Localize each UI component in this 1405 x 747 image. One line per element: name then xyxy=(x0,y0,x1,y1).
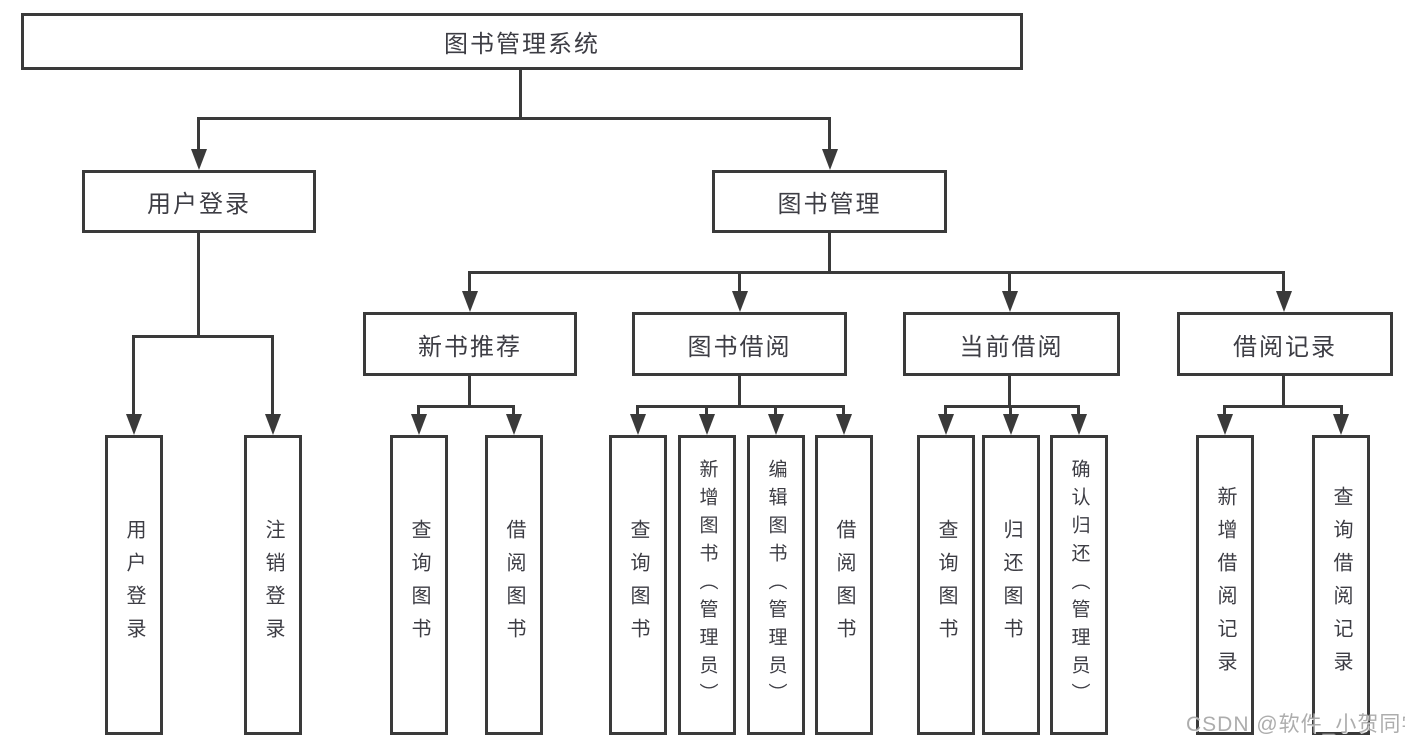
connector-line xyxy=(468,271,471,295)
arrow-down-icon xyxy=(1276,291,1292,312)
leaf-edit-book-admin: 编辑图书（管理员） xyxy=(747,435,805,735)
leaf-query-borrow-record-label: 查询借阅记录 xyxy=(1330,486,1352,684)
connector-line xyxy=(1282,271,1285,295)
connector-line xyxy=(738,271,741,295)
connector-line xyxy=(197,117,831,120)
connector-line xyxy=(1009,405,1012,418)
leaf-return-book-label: 归还图书 xyxy=(1000,519,1022,651)
leaf-return-book: 归还图书 xyxy=(982,435,1040,735)
connector-line xyxy=(636,405,639,418)
node-book-management: 图书管理 xyxy=(712,170,947,233)
arrow-down-icon xyxy=(1071,414,1087,435)
leaf-add-book-admin-label: 新增图书（管理员） xyxy=(696,459,718,711)
connector-line xyxy=(1223,405,1342,408)
connector-line xyxy=(705,405,708,418)
arrow-down-icon xyxy=(506,414,522,435)
node-root-label: 图书管理系统 xyxy=(444,31,600,58)
arrow-down-icon xyxy=(630,414,646,435)
connector-line xyxy=(738,373,741,408)
arrow-down-icon xyxy=(1003,414,1019,435)
leaf-confirm-return-admin-label: 确认归还（管理员） xyxy=(1068,459,1090,711)
connector-line xyxy=(1340,405,1343,418)
node-borrow-records: 借阅记录 xyxy=(1177,312,1393,376)
connector-line xyxy=(468,373,471,408)
leaf-query-book-current-label: 查询图书 xyxy=(935,519,957,651)
connector-line xyxy=(417,405,515,408)
leaf-edit-book-admin-label: 编辑图书（管理员） xyxy=(765,459,787,711)
node-borrow-records-label: 借阅记录 xyxy=(1233,333,1337,361)
leaf-borrow-book-recommend: 借阅图书 xyxy=(485,435,543,735)
connector-line xyxy=(828,117,831,153)
connector-line xyxy=(1282,373,1285,408)
connector-line xyxy=(132,335,135,417)
arrow-down-icon xyxy=(265,414,281,435)
leaf-add-borrow-record-label: 新增借阅记录 xyxy=(1214,486,1236,684)
arrow-down-icon xyxy=(1217,414,1233,435)
connector-line xyxy=(468,271,1285,274)
connector-line xyxy=(417,405,420,418)
leaf-add-book-admin: 新增图书（管理员） xyxy=(678,435,736,735)
node-new-book-recommend: 新书推荐 xyxy=(363,312,577,376)
connector-line xyxy=(1008,373,1011,408)
leaf-query-book-borrow-label: 查询图书 xyxy=(627,519,649,651)
node-current-borrow-label: 当前借阅 xyxy=(959,333,1064,361)
arrow-down-icon xyxy=(1002,291,1018,312)
arrow-down-icon xyxy=(732,291,748,312)
arrow-down-icon xyxy=(126,414,142,435)
connector-line xyxy=(828,230,831,274)
connector-line xyxy=(1223,405,1226,418)
connector-line xyxy=(1077,405,1080,418)
connector-line xyxy=(519,67,522,120)
connector-line xyxy=(197,230,200,338)
leaf-logout: 注销登录 xyxy=(244,435,302,735)
connector-line xyxy=(944,405,947,418)
arrow-down-icon xyxy=(699,414,715,435)
arrow-down-icon xyxy=(1333,414,1349,435)
leaf-query-book-borrow: 查询图书 xyxy=(609,435,667,735)
leaf-confirm-return-admin: 确认归还（管理员） xyxy=(1050,435,1108,735)
arrow-down-icon xyxy=(822,149,838,170)
node-book-borrow-label: 图书借阅 xyxy=(687,333,792,361)
connector-line xyxy=(271,335,274,417)
csdn-watermark: CSDN @软件_小贺同学 xyxy=(1186,713,1405,736)
leaf-user-login-label: 用户登录 xyxy=(123,519,145,651)
node-book-borrow: 图书借阅 xyxy=(632,312,847,376)
leaf-borrow-book: 借阅图书 xyxy=(815,435,873,735)
connector-line xyxy=(636,405,845,408)
connector-line xyxy=(132,335,274,338)
connector-line xyxy=(1008,271,1011,295)
connector-line xyxy=(774,405,777,418)
arrow-down-icon xyxy=(411,414,427,435)
leaf-user-login: 用户登录 xyxy=(105,435,163,735)
arrow-down-icon xyxy=(836,414,852,435)
connector-line xyxy=(842,405,845,418)
node-book-management-label: 图书管理 xyxy=(777,191,882,218)
connector-line xyxy=(197,117,200,153)
arrow-down-icon xyxy=(191,149,207,170)
arrow-down-icon xyxy=(938,414,954,435)
leaf-query-book-recommend-label: 查询图书 xyxy=(408,519,430,651)
node-root: 图书管理系统 xyxy=(21,13,1023,70)
leaf-add-borrow-record: 新增借阅记录 xyxy=(1196,435,1254,735)
arrow-down-icon xyxy=(462,291,478,312)
leaf-query-borrow-record: 查询借阅记录 xyxy=(1312,435,1370,735)
connector-line xyxy=(512,405,515,418)
leaf-query-book-recommend: 查询图书 xyxy=(390,435,448,735)
leaf-logout-label: 注销登录 xyxy=(262,519,284,651)
node-user-login-label: 用户登录 xyxy=(147,191,251,218)
connector-line xyxy=(944,405,1080,408)
node-current-borrow: 当前借阅 xyxy=(903,312,1120,376)
arrow-down-icon xyxy=(768,414,784,435)
leaf-borrow-book-label: 借阅图书 xyxy=(833,519,855,651)
leaf-query-book-current: 查询图书 xyxy=(917,435,975,735)
node-user-login: 用户登录 xyxy=(82,170,316,233)
leaf-borrow-book-recommend-label: 借阅图书 xyxy=(503,519,525,651)
node-new-book-recommend-label: 新书推荐 xyxy=(418,333,522,361)
